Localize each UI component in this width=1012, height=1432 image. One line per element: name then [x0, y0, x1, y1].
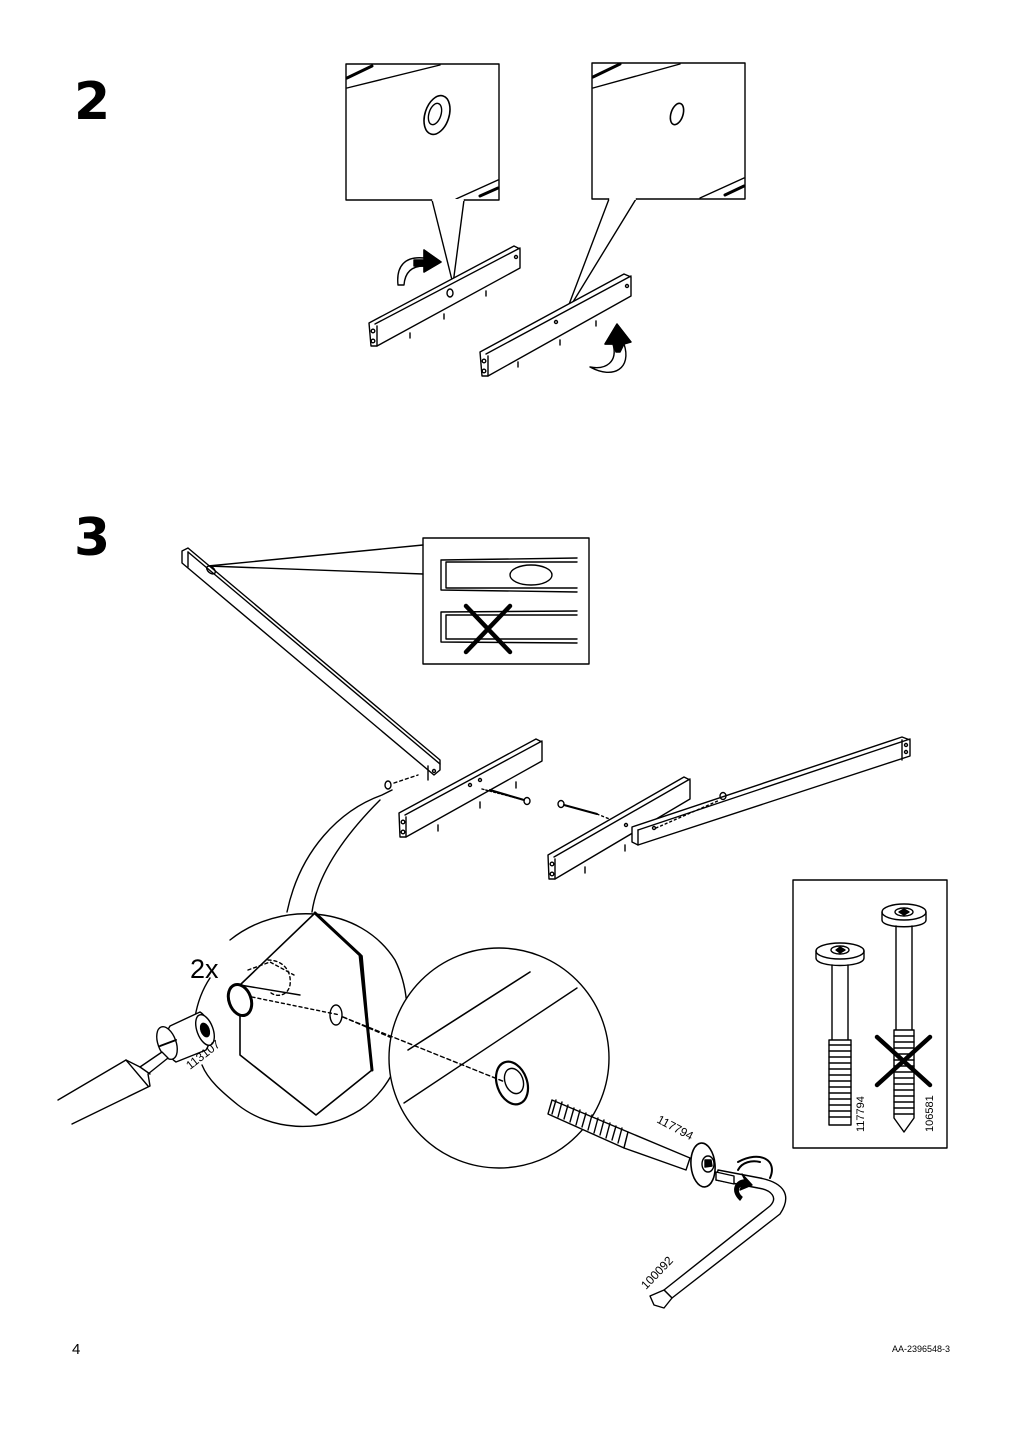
allen-key-icon: [649, 1155, 787, 1309]
part-number-bolt: 117794: [655, 1112, 696, 1143]
cross-mark-icon: [463, 603, 513, 655]
part-number-bolt-wrong: 106581: [924, 1095, 936, 1132]
cross-mark-icon: [874, 1034, 933, 1088]
step-3-number: 3: [74, 508, 111, 568]
part-number-bolt-correct: 117794: [855, 1096, 867, 1132]
step3-middle-rail: [398, 738, 543, 838]
step3-barrel-nut-detail: [57, 911, 491, 1128]
step3-right-rail: [547, 776, 691, 880]
screwdriver-icon: [57, 1051, 169, 1125]
page-number: 4: [72, 1341, 81, 1358]
step2-illustration: [345, 62, 746, 377]
wrong-bolt: [874, 903, 933, 1133]
correct-bolt: [815, 942, 865, 1126]
bolt-comparison-box: 117794 106581: [792, 879, 948, 1149]
step2-detail-hole-with-nut: [345, 63, 500, 285]
step3-bolt: [547, 1099, 716, 1188]
step2-detail-plain-hole: [564, 62, 746, 316]
step2-rail-left: [368, 245, 521, 347]
step3-illustration: 113107 117794 100092 2x: [57, 537, 948, 1309]
rotate-arrow-icon: [397, 249, 442, 286]
step2-rail-right: [479, 273, 632, 377]
quantity-label: 2x: [190, 954, 219, 984]
step3-long-right-rail: [631, 736, 911, 846]
step3-long-rail: [181, 547, 441, 781]
rotate-arrow-icon: [589, 323, 632, 373]
document-code: AA-2396548-3: [891, 1344, 950, 1354]
step3-orientation-detail: [207, 537, 590, 665]
step-2-number: 2: [74, 72, 111, 132]
